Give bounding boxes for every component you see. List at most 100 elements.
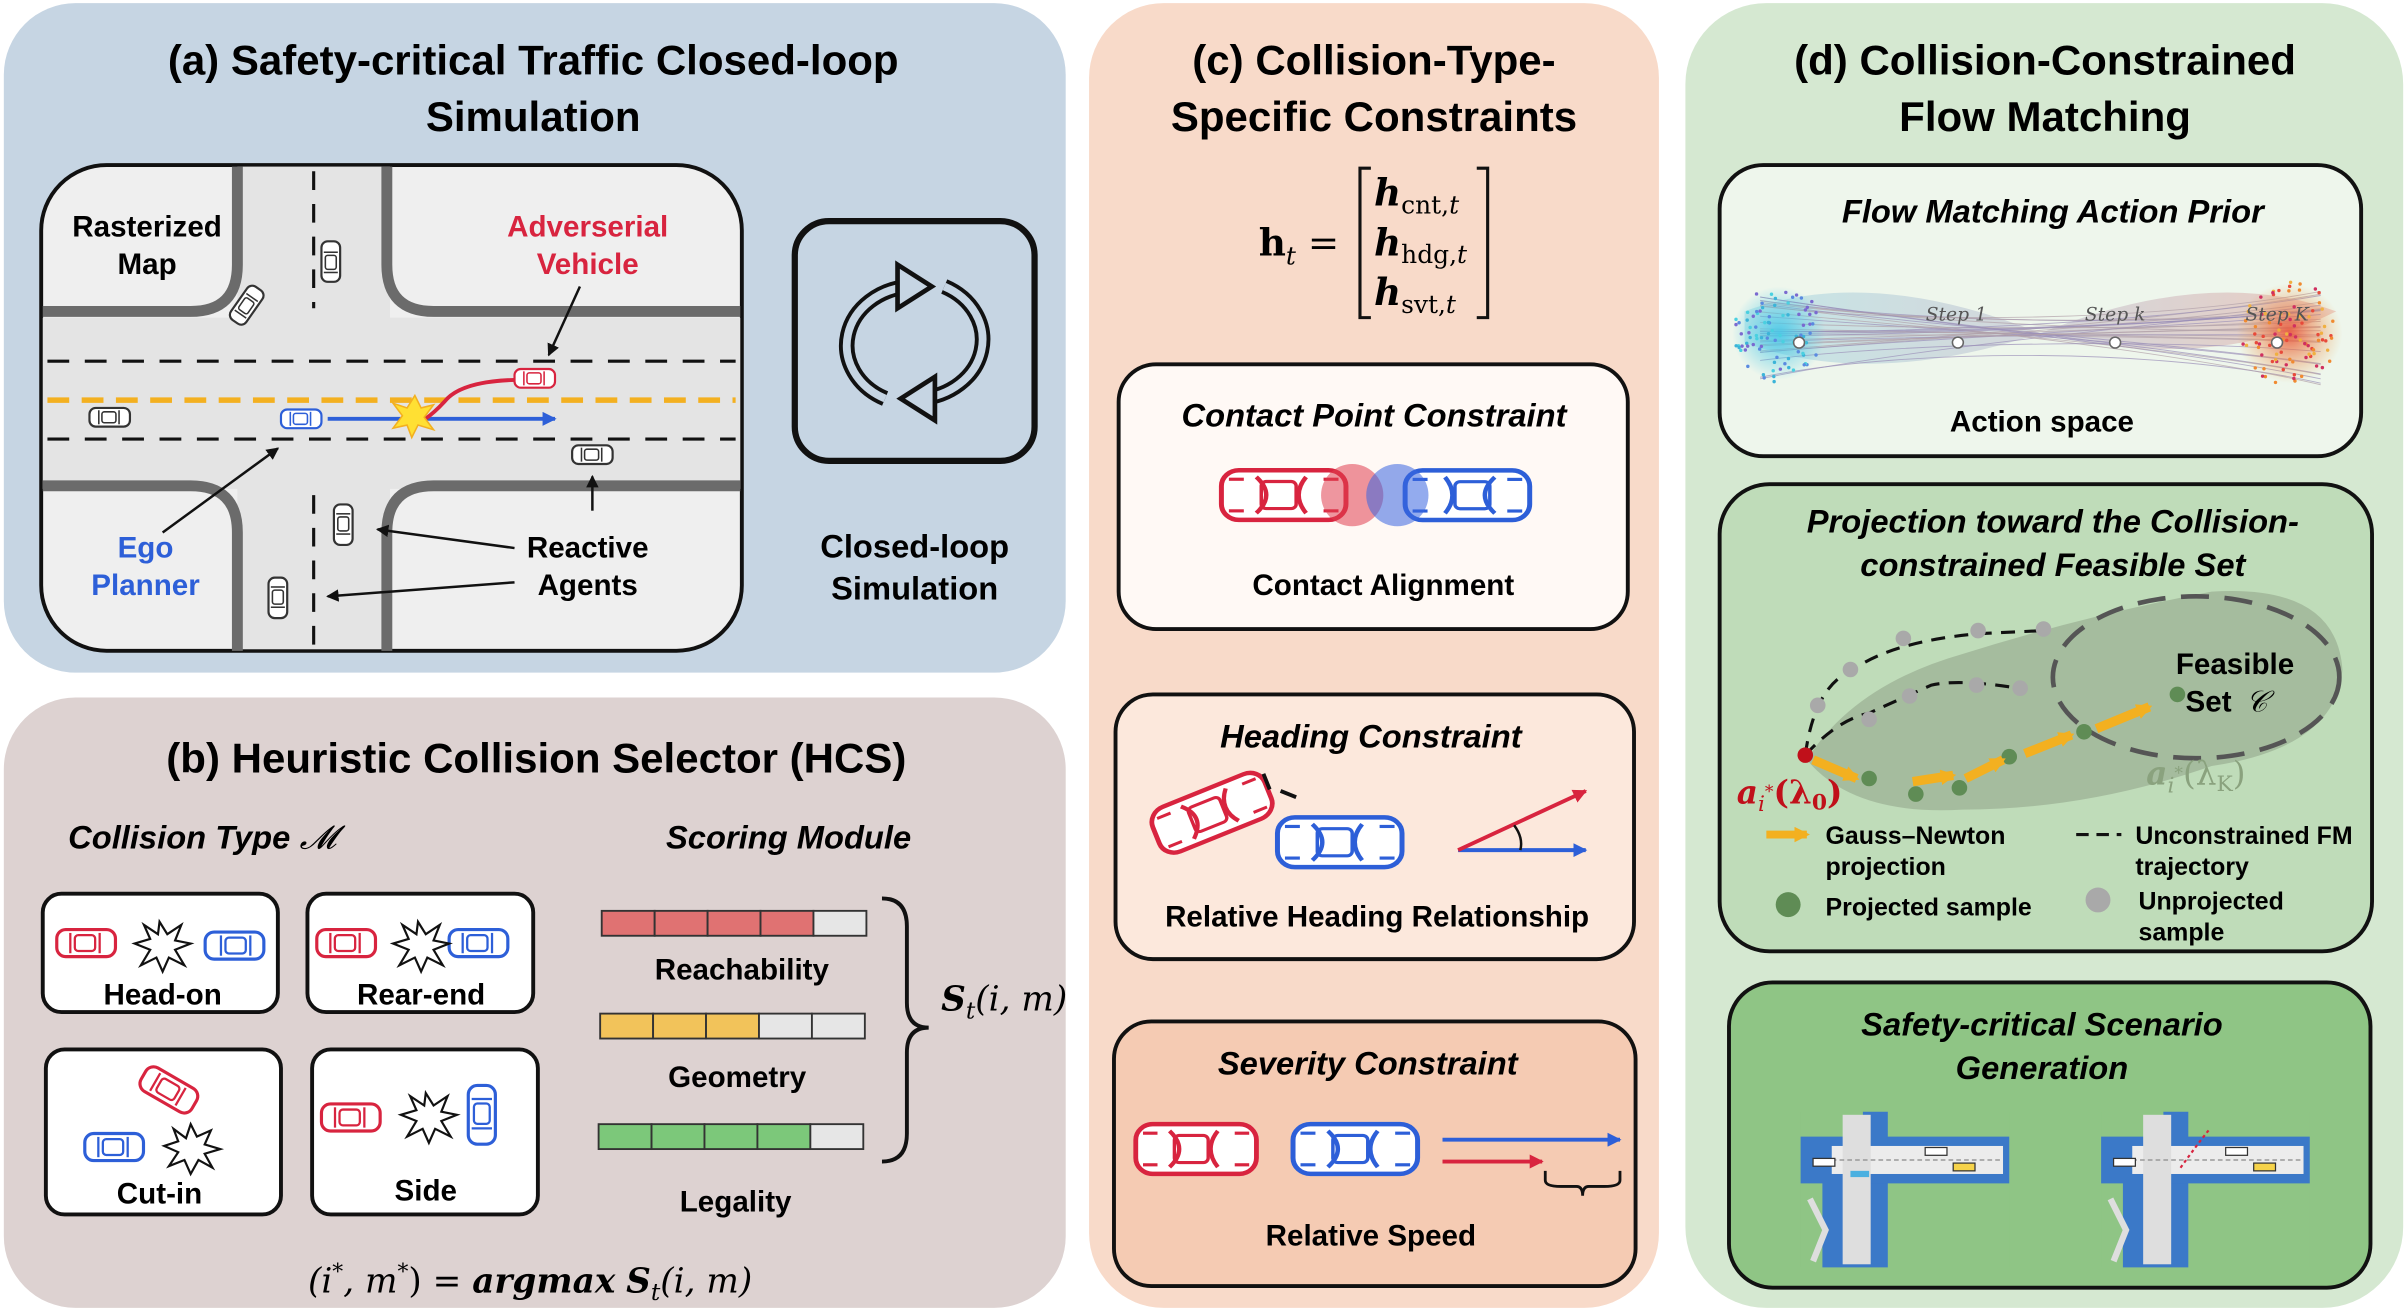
action-sample [2331, 319, 2335, 323]
ego-label-line1: Ego [118, 531, 174, 564]
noise-sample [1743, 348, 1748, 352]
score-bar-geometry-segment-2 [652, 1012, 707, 1040]
noise-sample [1786, 313, 1790, 317]
score-bar-geometry-segment-3 [705, 1012, 760, 1040]
adversarial-pointer [547, 285, 582, 357]
scenario-map-thumbnail-2 [2101, 1111, 2310, 1268]
scoring-bars [597, 909, 868, 1151]
eq-row-svt: hsvt,t [1374, 270, 1457, 319]
noise-sample [1781, 339, 1785, 344]
score-bar-reachability-segment-1 [600, 909, 656, 937]
action-sample [2254, 340, 2259, 345]
action-sample [2263, 312, 2267, 316]
contact-point-caption: Contact Alignment [1252, 569, 1514, 602]
action-sample [2241, 342, 2245, 346]
action-sample [2324, 339, 2328, 343]
flow-matching-title: Flow Matching Action Prior [1842, 193, 2266, 230]
score-bar-reachability-segment-3 [706, 909, 762, 937]
noise-sample [1734, 344, 1738, 348]
noise-sample [1801, 334, 1806, 339]
noise-sample [1765, 336, 1770, 340]
argmax-star2: * [397, 1259, 408, 1284]
action-sample [2284, 338, 2289, 343]
action-sample [2325, 348, 2330, 352]
legend-fm-line2: trajectory [2135, 853, 2249, 881]
action-sample [2279, 312, 2283, 316]
aK-close: ) [2233, 755, 2246, 793]
noise-sample [1799, 296, 1804, 300]
score-bar-reachability-segment-2 [653, 909, 709, 937]
action-sample [2319, 331, 2324, 335]
noise-sample [1773, 338, 1777, 343]
collision-type-label: Collision Type [68, 819, 290, 856]
action-sample [2284, 363, 2288, 367]
rasterized-map-label-line2: Map [117, 248, 176, 281]
panel-d-title-line1: (d) Collision-Constrained [1794, 37, 2296, 84]
noise-sample [1786, 301, 1790, 305]
action-sample [2271, 291, 2275, 295]
noise-sample [1745, 310, 1750, 315]
eq-row-svt-t: t [1446, 290, 1457, 319]
collision-type-label-cut-in: Cut-in [117, 1178, 202, 1211]
noise-sample [1760, 305, 1765, 310]
action-sample [2287, 312, 2291, 316]
action-sample [2278, 322, 2283, 327]
score-bar-legality-segment-1 [597, 1123, 653, 1151]
noise-sample [1754, 333, 1759, 338]
collision-type-side: Side [310, 1047, 540, 1217]
score-bar-geometry-segment-5 [810, 1012, 866, 1040]
action-sample [2279, 350, 2283, 354]
action-sample [2307, 352, 2311, 356]
noise-sample [1784, 290, 1788, 295]
panel-b: (b) Heuristic Collision Selector (HCS) C… [3, 697, 1067, 1308]
noise-sample [1754, 292, 1759, 296]
noise-sample [1737, 345, 1741, 350]
action-sample [2316, 338, 2321, 343]
aK-star: * [2174, 764, 2183, 784]
action-sample [2259, 295, 2263, 299]
argmax-mid: , m [343, 1261, 397, 1301]
noise-sample [1761, 373, 1766, 377]
noise-sample [1758, 309, 1762, 313]
action-sample [2288, 280, 2293, 284]
argmax-equation: (i*, m*) = argmax St(i, m) [308, 1259, 752, 1306]
action-sample [2260, 353, 2264, 357]
score-bar-legality-segment-2 [650, 1123, 706, 1151]
noise-sample [1759, 336, 1764, 340]
unprojected-sample-3 [1895, 630, 1912, 647]
action-sample [2313, 287, 2318, 291]
reactive-pointer-2 [375, 524, 515, 550]
legend-unprojected-line2: sample [2138, 918, 2224, 946]
panel-c: (c) Collision-Type- Specific Constraints… [1089, 3, 1659, 1308]
unprojected-sample-9 [2012, 680, 2028, 696]
noise-sample [1747, 331, 1751, 335]
legend-unprojected-line1: Unprojected [2138, 887, 2283, 915]
initial-action-point [1797, 747, 1814, 763]
closed-loop-label-line2: Simulation [831, 569, 998, 606]
noise-sample [1778, 367, 1783, 371]
action-sample [2248, 304, 2252, 308]
adversarial-label-line1: Adverserial [507, 211, 668, 244]
aK-label: ai*(λK) [2146, 754, 2245, 799]
action-sample [2320, 338, 2325, 342]
noise-sample [1773, 303, 1777, 308]
action-sample [2297, 288, 2302, 292]
noise-sample [1769, 292, 1774, 296]
noise-sample [1810, 299, 1814, 304]
action-sample [2298, 338, 2302, 342]
step-node-0 [1792, 336, 1806, 349]
severity-card: Severity Constraint Relative Speed [1112, 1019, 1638, 1289]
action-sample [2277, 288, 2281, 293]
aK-arg: (λ [2183, 755, 2216, 793]
noise-sample [1745, 344, 1750, 348]
reactive-pointer-3 [326, 581, 515, 602]
a0-arg: (λ [1773, 772, 1811, 811]
noise-sample [1748, 335, 1752, 340]
noise-sample [1794, 293, 1799, 297]
panel-d-title-line2: Flow Matching [1899, 93, 2191, 140]
score-bar-legality-segment-5 [809, 1123, 865, 1151]
action-sample [2246, 309, 2250, 314]
eq-lhs-var: h [1259, 220, 1286, 264]
collision-type-cut-in: Cut-in [43, 1047, 283, 1217]
score-bar-reachability-segment-4 [759, 909, 815, 937]
